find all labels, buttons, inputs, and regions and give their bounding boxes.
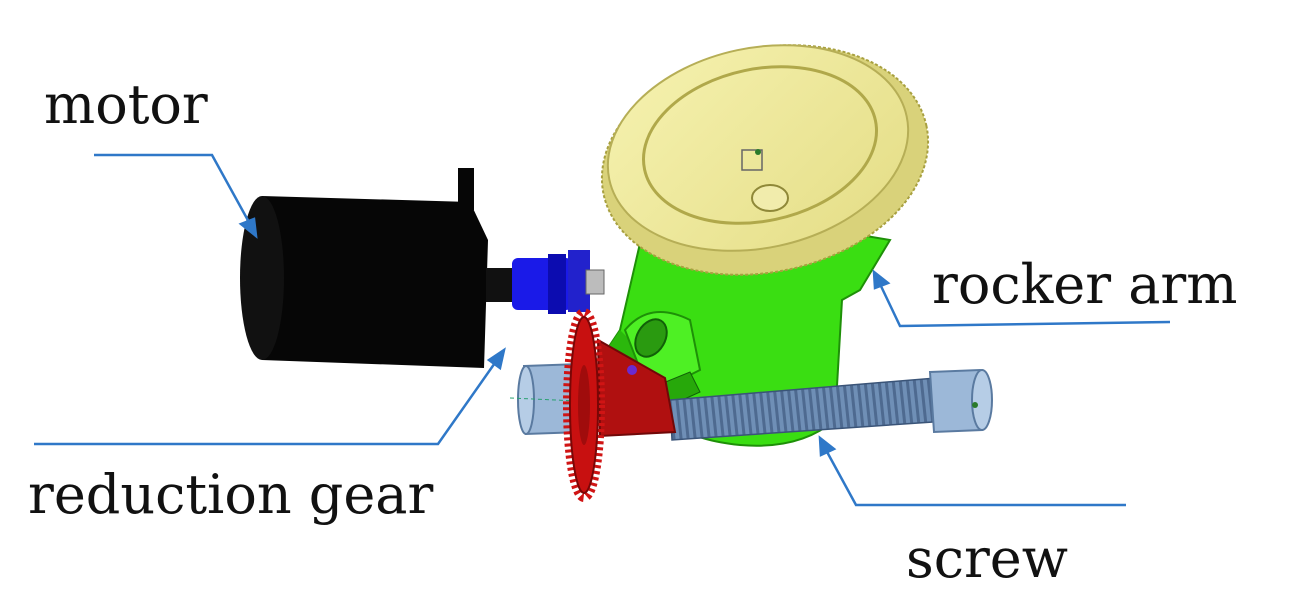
leader-gear-arrow	[486, 347, 506, 371]
wheel-part	[600, 44, 930, 276]
leader-rocker	[878, 283, 1171, 328]
rocker-arm-label: rocker arm	[932, 253, 1238, 316]
leader-gear	[34, 359, 499, 446]
reduction-gear-part	[563, 308, 677, 502]
leader-motor-arrow	[238, 217, 258, 239]
motor-part	[240, 168, 526, 368]
motor-label: motor	[44, 73, 208, 136]
leader-motor	[94, 153, 252, 225]
screw-support-part	[509, 362, 601, 436]
leader-screw-arrow	[818, 435, 837, 457]
leader-screw	[824, 449, 1126, 507]
leader-lines	[34, 153, 1171, 507]
screw-label: screw	[906, 527, 1068, 590]
coupling-part	[512, 250, 605, 314]
leader-rocker-arrow	[872, 269, 891, 290]
reduction-gear-label: reduction gear	[28, 463, 434, 526]
